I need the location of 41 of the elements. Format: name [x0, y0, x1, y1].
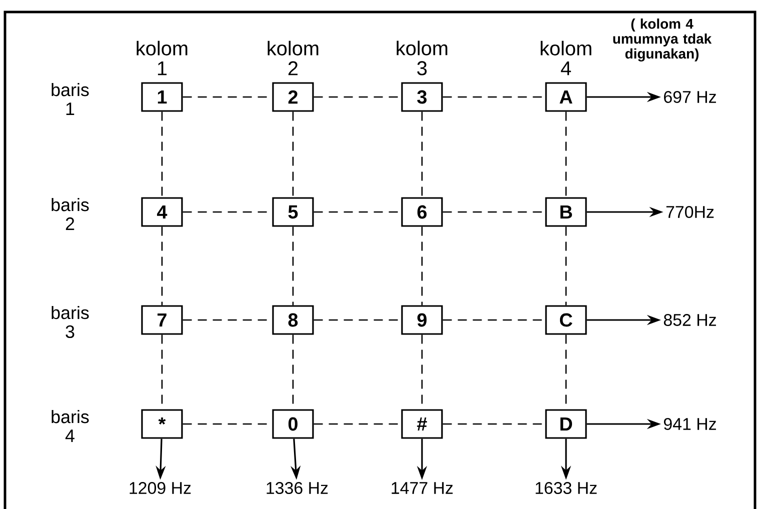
frequency-label: 1336 Hz [266, 482, 328, 494]
frequency-label: 1477 Hz [392, 482, 453, 494]
key-box: # [401, 409, 443, 439]
dashed-line [421, 112, 423, 198]
dashed-line [161, 112, 163, 198]
row-label: baris 4 [52, 410, 89, 442]
key-box: 8 [272, 305, 314, 335]
dashed-line [565, 112, 567, 198]
key-box: D [545, 409, 587, 439]
key-box: C [545, 305, 587, 335]
key-box: 4 [141, 197, 183, 227]
frequency-label: 1209 Hz [130, 482, 191, 494]
key-box: 9 [401, 305, 443, 335]
row-label: baris 2 [52, 198, 89, 230]
dashed-line [161, 226, 163, 306]
dashed-line [292, 112, 294, 198]
column-label: kolom 3 [396, 40, 448, 76]
row-label: baris 1 [52, 83, 89, 115]
frequency-label: 1633 Hz [536, 482, 597, 494]
key-box: 6 [401, 197, 443, 227]
frequency-label: 941 Hz [664, 418, 716, 430]
column-label: kolom 1 [136, 40, 188, 76]
column-label: kolom 2 [268, 40, 318, 76]
note: ( kolom 4 umumnya tdak digunakan) [613, 18, 712, 62]
dashed-line [565, 226, 567, 306]
key-box: 7 [141, 305, 183, 335]
key-box: B [545, 197, 587, 227]
frequency-label: 697 Hz [664, 91, 716, 103]
key-box: 1 [141, 82, 183, 112]
dashed-line [292, 226, 294, 306]
row-label: baris 3 [52, 306, 89, 338]
key-box: * [141, 409, 183, 439]
key-box: 0 [272, 409, 314, 439]
frequency-label: 770Hz [666, 206, 714, 218]
dashed-line [421, 226, 423, 306]
key-box: A [545, 82, 587, 112]
column-label: kolom 4 [540, 40, 592, 76]
key-box: 3 [401, 82, 443, 112]
key-box: 5 [272, 197, 314, 227]
frequency-label: 852 Hz [664, 314, 716, 326]
key-box: 2 [272, 82, 314, 112]
